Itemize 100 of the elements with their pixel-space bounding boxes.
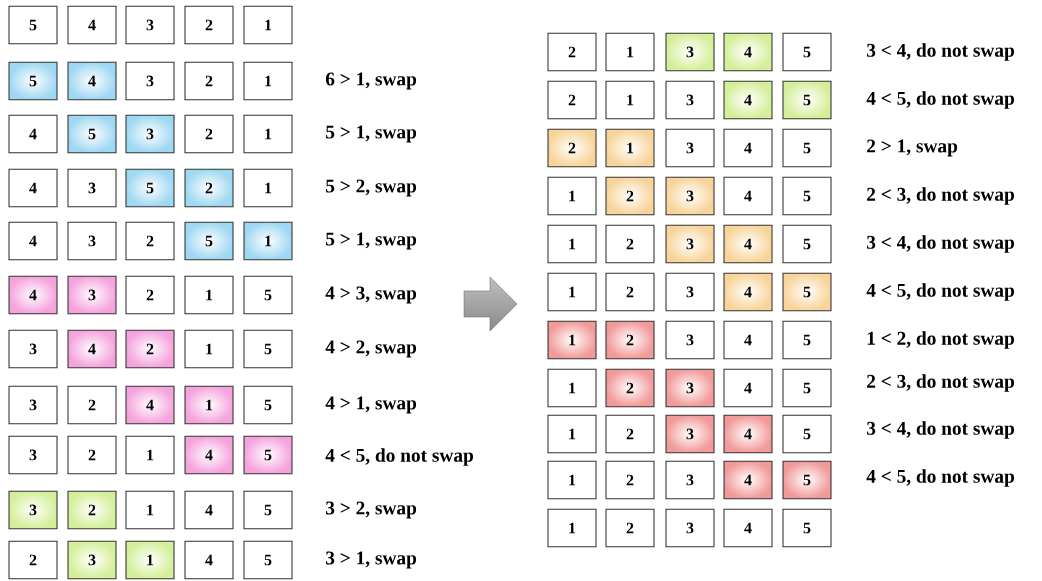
number-box: 2 xyxy=(184,114,234,154)
number-box: 5 xyxy=(782,176,832,216)
number-box: 4 xyxy=(723,460,773,500)
number-box: 4 xyxy=(67,5,117,45)
number-box: 2 xyxy=(184,5,234,45)
number-box: 1 xyxy=(547,368,597,408)
number-box: 2 xyxy=(184,168,234,208)
comparison-text: 4 < 5, do not swap xyxy=(325,448,473,466)
number-box: 4 xyxy=(184,490,234,530)
number-box: 3 xyxy=(125,61,175,101)
number-box: 1 xyxy=(243,5,293,45)
number-box: 1 xyxy=(184,385,234,425)
number-box: 4 xyxy=(723,32,773,72)
number-box: 1 xyxy=(547,272,597,312)
number-box: 3 xyxy=(8,329,58,369)
number-box: 4 xyxy=(723,80,773,120)
number-box: 5 xyxy=(782,128,832,168)
number-box: 2 xyxy=(605,320,655,360)
number-box: 4 xyxy=(723,508,773,548)
number-box: 5 xyxy=(782,460,832,500)
number-box: 2 xyxy=(605,414,655,454)
number-box: 4 xyxy=(723,176,773,216)
number-box: 5 xyxy=(782,224,832,264)
number-box: 5 xyxy=(243,275,293,315)
comparison-text: 5 > 1, swap xyxy=(326,125,417,143)
number-box: 2 xyxy=(605,176,655,216)
number-box: 3 xyxy=(665,460,715,500)
number-box: 2 xyxy=(547,128,597,168)
number-box: 3 xyxy=(67,168,117,208)
number-box: 4 xyxy=(184,435,234,475)
number-box: 2 xyxy=(184,61,234,101)
number-box: 3 xyxy=(8,490,58,530)
number-box: 3 xyxy=(8,435,58,475)
number-box: 3 xyxy=(665,224,715,264)
number-box: 1 xyxy=(605,128,655,168)
number-box: 2 xyxy=(125,275,175,315)
number-box: 1 xyxy=(605,80,655,120)
number-box: 3 xyxy=(125,5,175,45)
number-box: 3 xyxy=(665,176,715,216)
number-box: 4 xyxy=(184,540,234,580)
number-box: 3 xyxy=(665,320,715,360)
comparison-text: 2 > 1, swap xyxy=(867,139,958,157)
comparison-text: 4 > 1, swap xyxy=(325,396,417,414)
number-box: 5 xyxy=(243,540,293,580)
number-box: 5 xyxy=(8,61,58,101)
number-box: 5 xyxy=(782,32,832,72)
number-box: 1 xyxy=(605,32,655,72)
number-box: 2 xyxy=(125,221,175,261)
comparison-text: 3 > 2, swap xyxy=(326,501,417,519)
number-box: 5 xyxy=(782,368,832,408)
comparison-text: 6 > 1, swap xyxy=(325,72,417,90)
number-box: 2 xyxy=(605,460,655,500)
number-box: 1 xyxy=(243,221,293,261)
number-box: 1 xyxy=(547,414,597,454)
number-box: 4 xyxy=(723,368,773,408)
number-box: 4 xyxy=(8,275,58,315)
number-box: 2 xyxy=(67,435,117,475)
number-box: 1 xyxy=(184,275,234,315)
number-box: 4 xyxy=(723,224,773,264)
number-box: 1 xyxy=(547,460,597,500)
number-box: 1 xyxy=(547,176,597,216)
comparison-text: 4 < 5, do not swap xyxy=(866,283,1014,301)
number-box: 3 xyxy=(665,80,715,120)
number-box: 2 xyxy=(547,80,597,120)
number-box: 2 xyxy=(605,224,655,264)
number-box: 5 xyxy=(67,114,117,154)
number-box: 4 xyxy=(8,221,58,261)
comparison-text: 3 > 1, swap xyxy=(326,551,417,569)
comparison-text: 3 < 4, do not swap xyxy=(867,421,1014,439)
number-box: 3 xyxy=(125,114,175,154)
number-box: 3 xyxy=(665,368,715,408)
comparison-text: 4 < 5, do not swap xyxy=(866,91,1014,109)
number-box: 5 xyxy=(8,5,58,45)
number-box: 2 xyxy=(605,368,655,408)
number-box: 4 xyxy=(8,168,58,208)
number-box: 3 xyxy=(665,128,715,168)
number-box: 1 xyxy=(547,320,597,360)
number-box: 1 xyxy=(243,168,293,208)
number-box: 5 xyxy=(782,508,832,548)
number-box: 5 xyxy=(243,435,293,475)
number-box: 4 xyxy=(723,272,773,312)
number-box: 2 xyxy=(605,508,655,548)
number-box: 3 xyxy=(8,385,58,425)
comparison-text: 4 > 3, swap xyxy=(325,286,417,304)
number-box: 4 xyxy=(723,414,773,454)
number-box: 5 xyxy=(782,414,832,454)
comparison-text: 1 < 2, do not swap xyxy=(867,331,1014,349)
number-box: 3 xyxy=(67,275,117,315)
number-box: 2 xyxy=(605,272,655,312)
number-box: 2 xyxy=(547,32,597,72)
number-box: 3 xyxy=(67,540,117,580)
comparison-text: 5 > 2, swap xyxy=(326,179,417,197)
comparison-text: 3 < 4, do not swap xyxy=(867,235,1014,253)
number-box: 4 xyxy=(8,114,58,154)
number-box: 1 xyxy=(243,114,293,154)
number-box: 5 xyxy=(243,490,293,530)
number-box: 5 xyxy=(243,385,293,425)
number-box: 3 xyxy=(665,414,715,454)
comparison-text: 4 > 2, swap xyxy=(325,340,417,358)
number-box: 3 xyxy=(665,32,715,72)
